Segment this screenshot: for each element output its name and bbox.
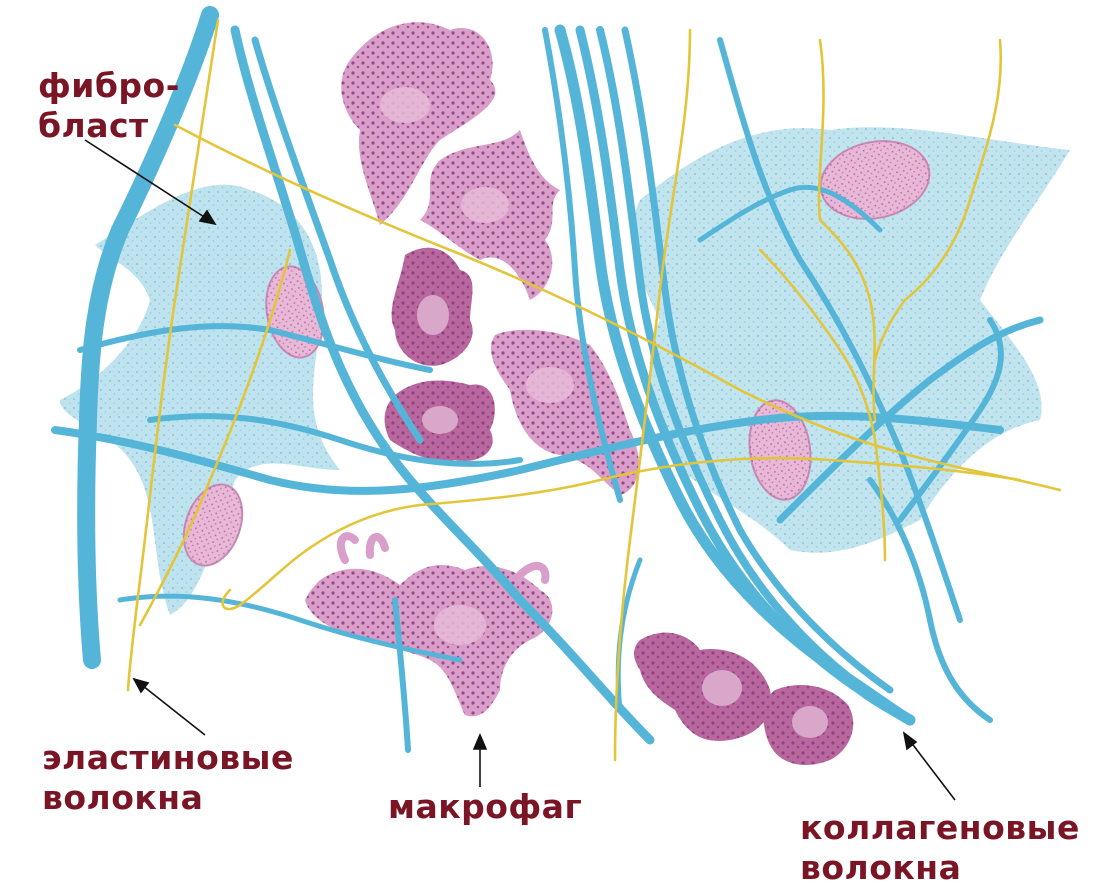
elastin-pointer-arrow xyxy=(134,679,205,735)
macrophage-dark-1 xyxy=(392,248,473,366)
macrophage-label-line1: макрофаг xyxy=(388,787,582,827)
macrophage-dark-3 xyxy=(634,633,771,741)
collagen-label-line1: коллагеновые xyxy=(800,808,1080,848)
macrophage-bottom xyxy=(305,536,552,716)
fibroblast-label-line1: фибро- xyxy=(38,66,180,106)
elastin-label-line1: эластиновые xyxy=(42,738,294,778)
macrophage-pointer-arrow xyxy=(474,735,486,787)
fibroblast-label: фибро- бласт xyxy=(38,66,180,146)
fibroblast-label-line2: бласт xyxy=(38,106,180,146)
macrophage-label: макрофаг xyxy=(388,787,582,827)
collagen-label-line2: волокна xyxy=(800,848,1080,888)
macrophage-dark-4 xyxy=(764,685,854,765)
elastin-label-line2: волокна xyxy=(42,778,294,818)
collagen-fibers-label: коллагеновые волокна xyxy=(800,808,1080,888)
macrophage-dark-2 xyxy=(385,381,495,461)
elastin-fibers-label: эластиновые волокна xyxy=(42,738,294,818)
collagen-pointer-arrow xyxy=(904,733,955,800)
